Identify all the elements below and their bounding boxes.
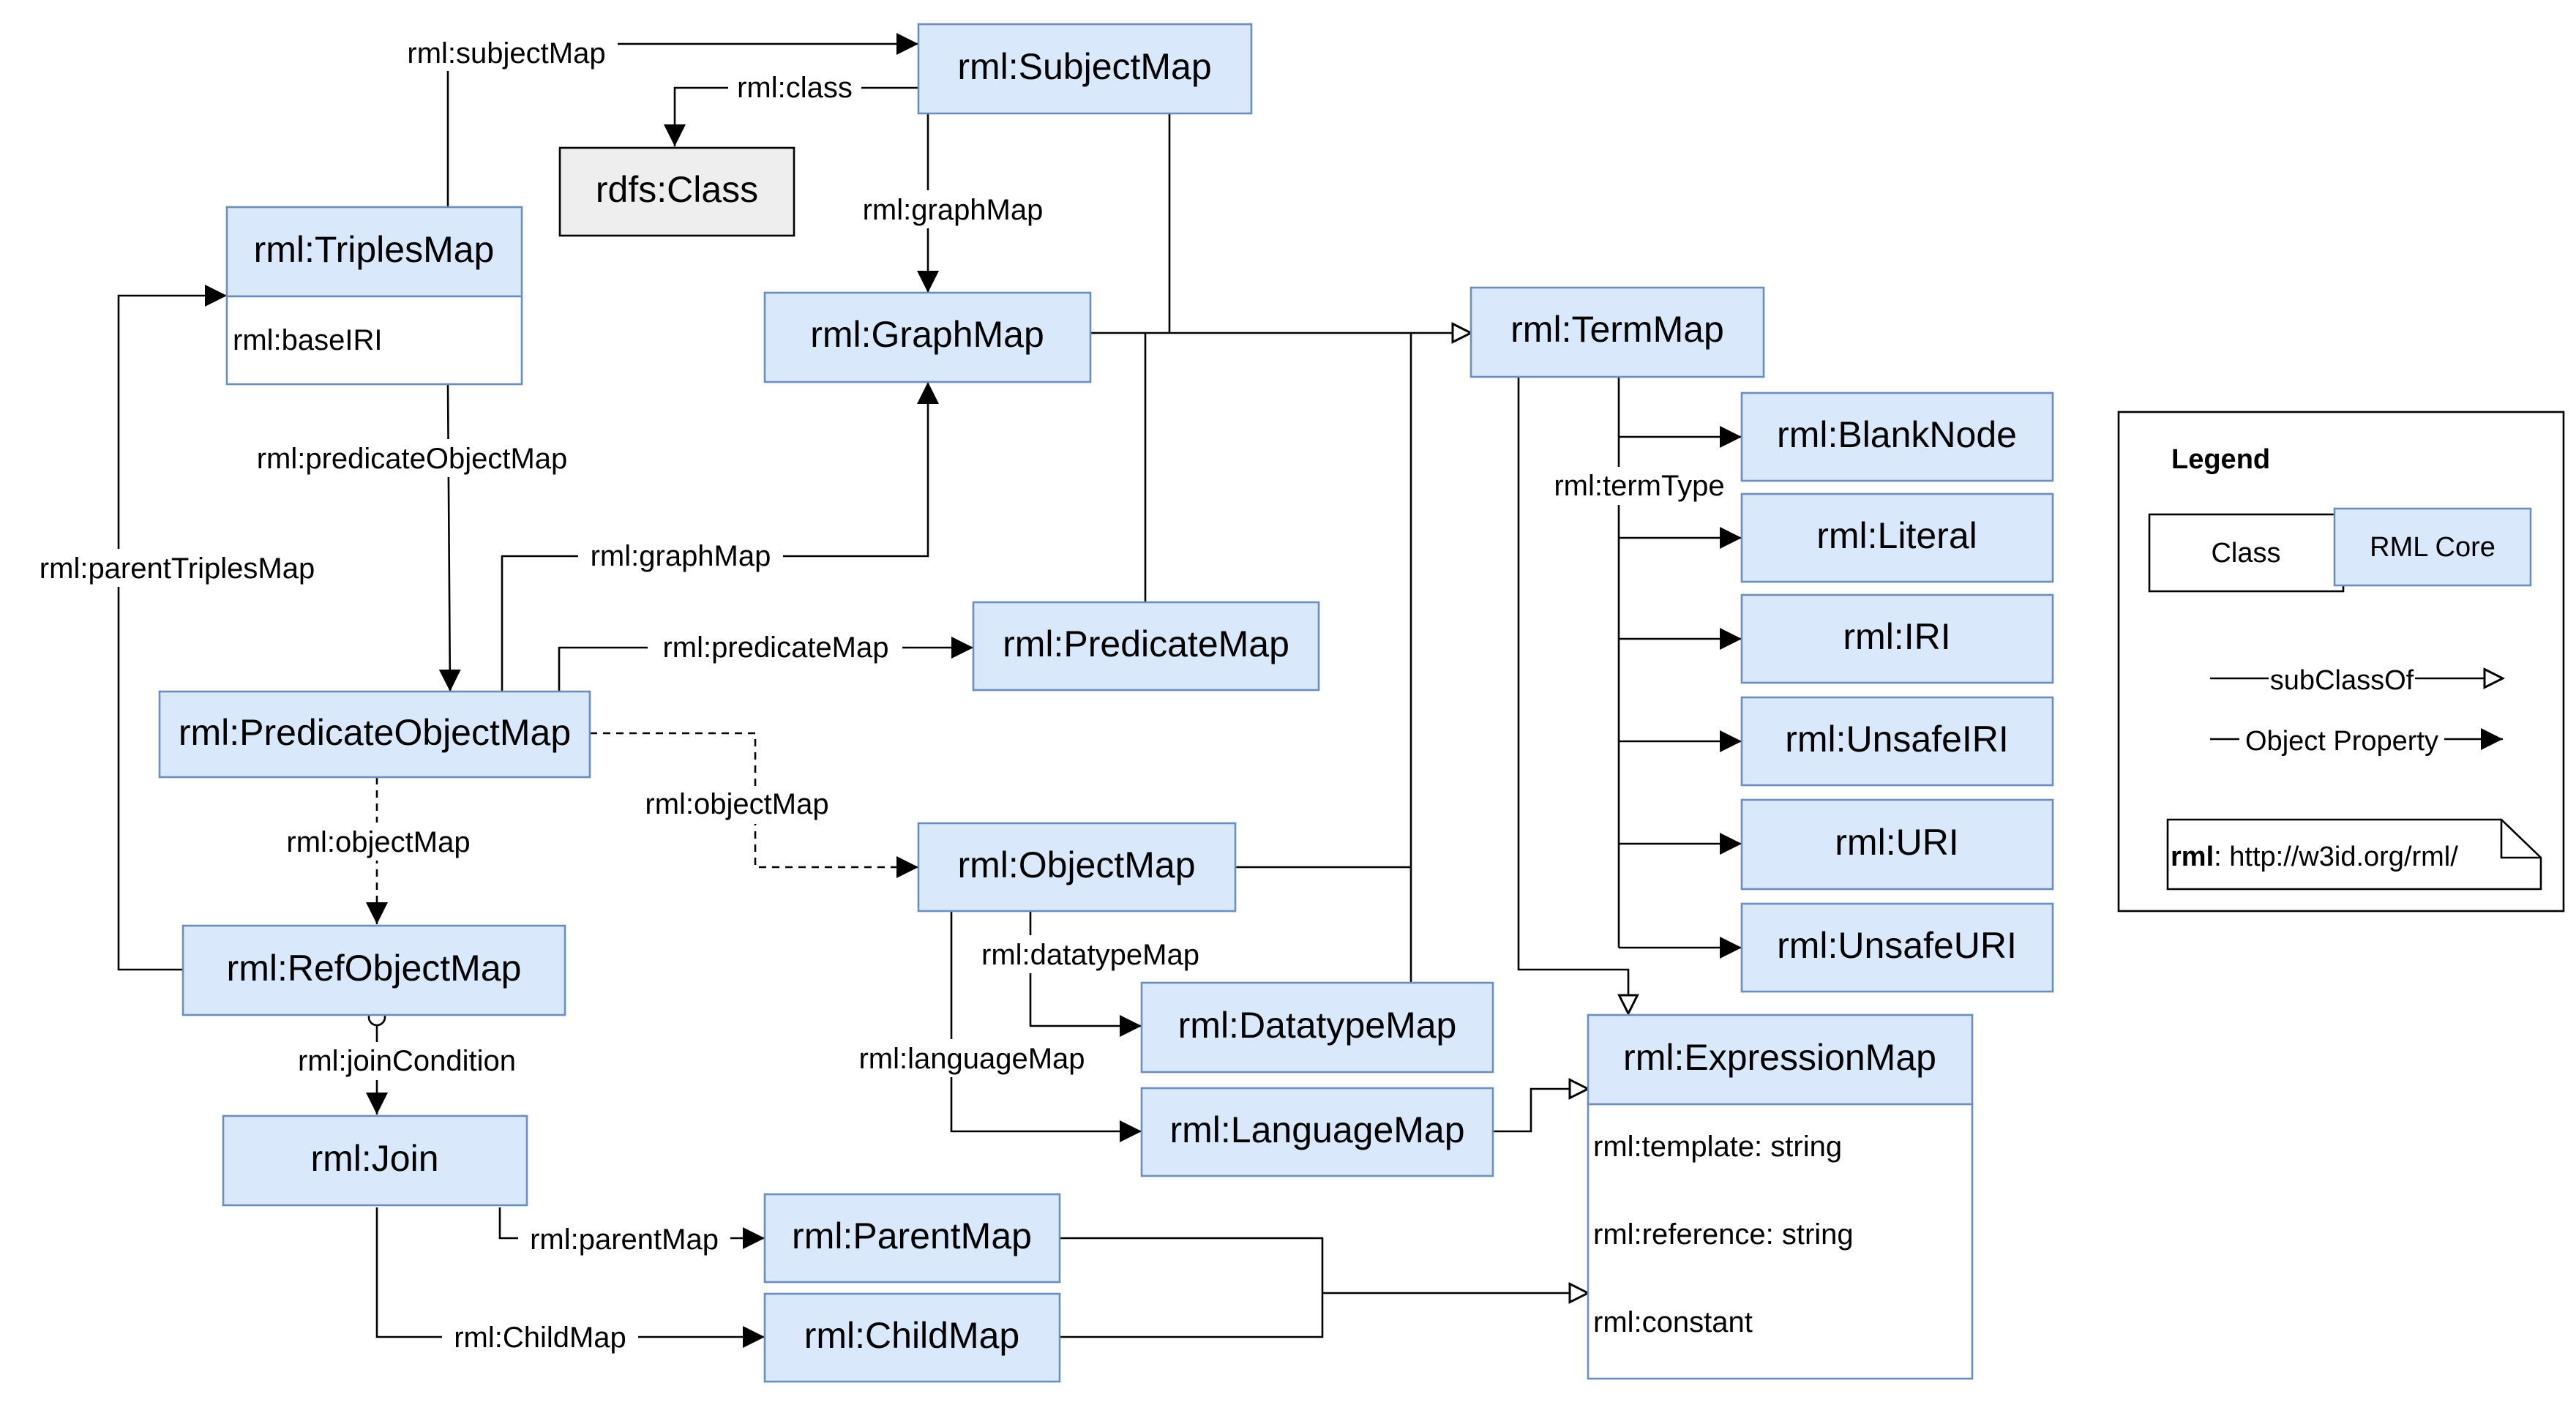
legend-note-fold [2500,820,2541,859]
class-join-label: rml:Join [310,1138,438,1179]
class-subject-map-label: rml:SubjectMap [957,46,1211,87]
expression-template-attr: rml:template: string [1593,1131,1842,1163]
legend-class-label: Class [2211,538,2280,569]
class-datatype-map-label: rml:DatatypeMap [1178,1005,1457,1046]
label-graph-map-subject: rml:graphMap [863,194,1044,226]
subclass-languagemap-to-expressionmap [1493,1089,1588,1133]
class-iri-label: rml:IRI [1843,616,1950,657]
label-parent-triples-map: rml:parentTriplesMap [40,552,315,585]
class-object-map-label: rml:ObjectMap [957,844,1195,885]
label-predicate-object-map: rml:predicateObjectMap [257,443,568,475]
expression-reference-attr: rml:reference: string [1593,1218,1854,1251]
class-subject-map[interactable]: rml:SubjectMap [917,23,1253,115]
class-child-map[interactable]: rml:ChildMap [763,1292,1061,1383]
edge-language-map [950,911,1142,1142]
legend-class-swatch [2148,513,2345,593]
legend: Legend Class RML Core subClassOf Object … [2117,411,2565,913]
legend-object-property: Object Property [2245,726,2438,757]
class-uri[interactable]: rml:URI [1740,798,2054,891]
edge-labels: rml:subjectMap rml:class rml:graphMap rm… [22,33,1736,1357]
legend-namespace-uri: : http://w3id.org/rml/ [2214,842,2458,872]
class-expression-map-label: rml:ExpressionMap [1623,1037,1936,1078]
class-datatype-map[interactable]: rml:DatatypeMap [1140,981,1494,1074]
label-object-map: rml:objectMap [645,788,828,820]
class-parent-map[interactable]: rml:ParentMap [763,1193,1061,1284]
legend-subclass-of: subClassOf [2270,665,2414,696]
expression-constant-attr: rml:constant [1593,1306,1753,1338]
class-rdfs-class[interactable]: rdfs:Class [558,146,795,237]
class-child-map-label: rml:ChildMap [804,1315,1020,1356]
class-triples-map[interactable]: rml:TriplesMap rml:baseIRI [225,206,523,386]
edge-object-map [590,732,918,878]
label-language-map: rml:languageMap [858,1043,1085,1075]
label-join-condition: rml:joinCondition [298,1045,516,1077]
edge-parent-triples-map [117,285,227,971]
class-predicate-map[interactable]: rml:PredicateMap [972,601,1320,692]
class-unsafe-iri[interactable]: rml:UnsafeIRI [1740,696,2054,787]
legend-namespace: rml: http://w3id.org/rml/ [2171,842,2458,872]
class-language-map-label: rml:LanguageMap [1169,1109,1464,1150]
class-join[interactable]: rml:Join [222,1114,528,1207]
class-parent-map-label: rml:ParentMap [792,1215,1032,1256]
class-unsafe-uri[interactable]: rml:UnsafeURI [1740,902,2054,993]
class-term-map-label: rml:TermMap [1510,309,1724,350]
class-term-map[interactable]: rml:TermMap [1469,286,1765,378]
class-predicate-object-map-label: rml:PredicateObjectMap [179,712,571,753]
edge-predicate-object-map [438,383,461,692]
class-literal-label: rml:Literal [1816,515,1977,556]
class-iri[interactable]: rml:IRI [1740,593,2054,684]
triples-map-base-iri-attr: rml:baseIRI [233,324,383,356]
subclass-termmap-to-expressionmap [1517,377,1628,1014]
class-blank-node-label: rml:BlankNode [1777,414,2017,455]
legend-rml-core-label: RML Core [2370,532,2496,563]
class-ref-object-map-label: rml:RefObjectMap [227,948,522,989]
label-predicate-map: rml:predicateMap [662,632,888,664]
label-parent-map: rml:parentMap [530,1224,719,1256]
class-blank-node[interactable]: rml:BlankNode [1740,391,2054,482]
class-expression-map[interactable]: rml:ExpressionMap rml:template: string r… [1587,1014,1974,1380]
legend-rml-core-swatch [2333,507,2532,587]
class-graph-map[interactable]: rml:GraphMap [763,291,1092,383]
legend-title: Legend [2171,444,2270,475]
label-subject-map: rml:subjectMap [407,37,605,70]
label-child-map: rml:ChildMap [454,1322,626,1354]
class-object-map[interactable]: rml:ObjectMap [917,822,1237,913]
class-ref-object-map[interactable]: rml:RefObjectMap [181,924,566,1016]
class-predicate-map-label: rml:PredicateMap [1003,623,1289,664]
legend-namespace-note [2166,818,2542,891]
class-literal[interactable]: rml:Literal [1740,492,2054,583]
class-uri-label: rml:URI [1835,822,1958,863]
class-unsafe-uri-label: rml:UnsafeURI [1777,925,2017,966]
class-unsafe-iri-label: rml:UnsafeIRI [1785,719,2009,760]
label-term-type: rml:termType [1554,470,1724,502]
class-language-map[interactable]: rml:LanguageMap [1140,1087,1494,1177]
label-object-map-ref: rml:objectMap [286,826,470,858]
legend-namespace-prefix: rml [2171,842,2214,872]
label-class: rml:class [737,72,853,104]
label-graph-map-pom: rml:graphMap [591,540,771,572]
subclass-parentmap-branch [1060,1237,1324,1338]
class-graph-map-label: rml:GraphMap [810,314,1044,355]
class-triples-map-label: rml:TriplesMap [254,229,495,270]
class-rdfs-class-label: rdfs:Class [596,169,758,210]
label-datatype-map: rml:datatypeMap [981,939,1199,971]
class-predicate-object-map[interactable]: rml:PredicateObjectMap [158,690,591,779]
classes: rml:SubjectMap rdfs:Class rml:TriplesMap… [158,23,2054,1383]
